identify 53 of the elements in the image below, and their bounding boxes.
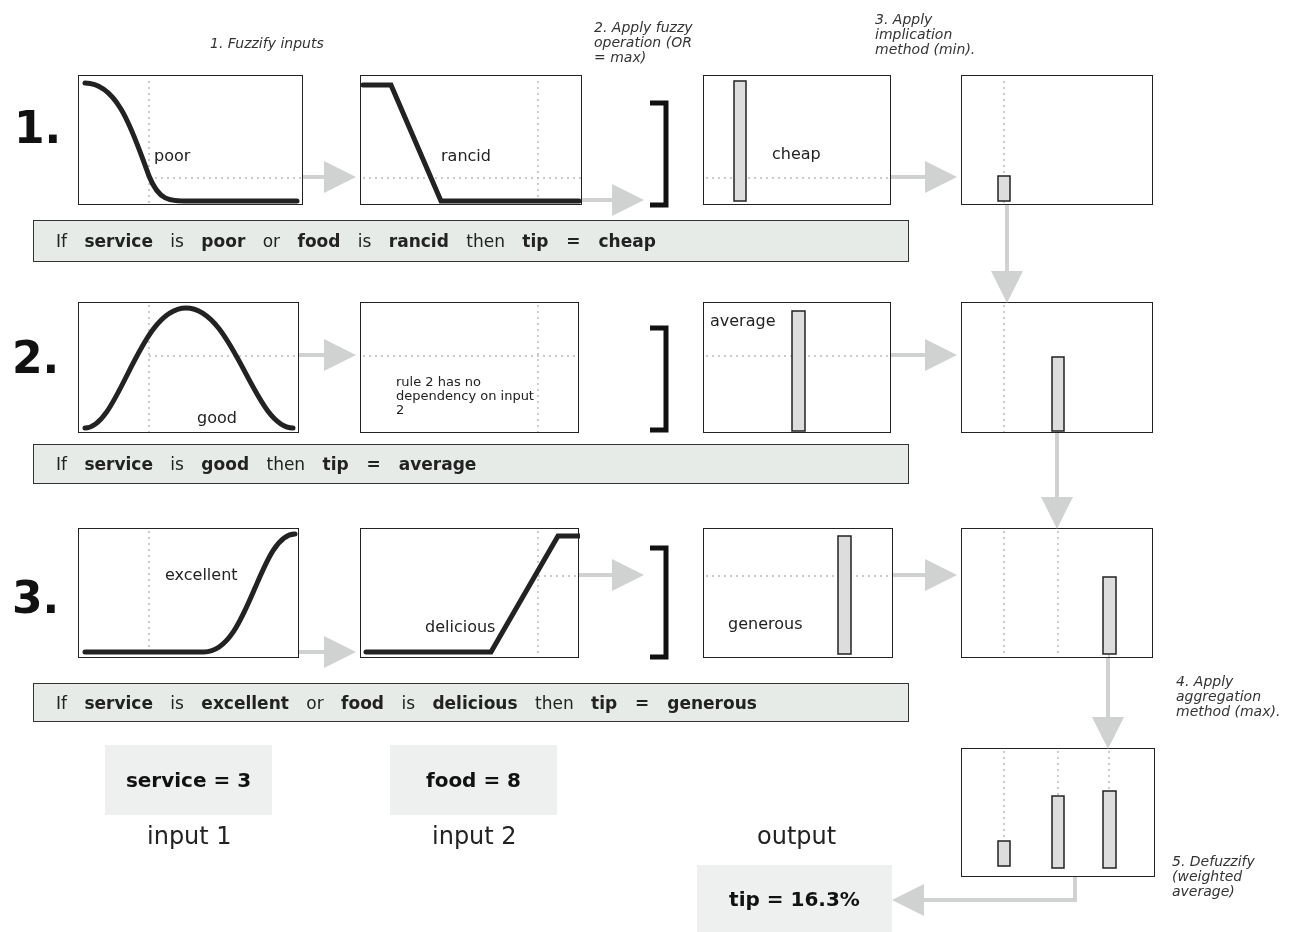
- step-note: 1. Fuzzify inputs: [210, 36, 325, 51]
- term-label: average: [710, 311, 776, 330]
- arrow: [991, 205, 1023, 303]
- chart-box: [703, 528, 893, 658]
- bracket: [648, 545, 672, 660]
- arrow: [891, 161, 957, 193]
- value-text: food = 8: [425, 768, 522, 792]
- chart-box: [703, 302, 891, 433]
- step-note: 5. Defuzzify (weighted average): [1172, 854, 1256, 899]
- output-box: [961, 748, 1155, 877]
- step-note: 2. Apply fuzzy operation (OR = max): [594, 20, 694, 65]
- arrow: [303, 161, 356, 193]
- arrow: [891, 339, 957, 371]
- node-label: output: [757, 822, 837, 850]
- node-label: input 1: [147, 822, 232, 850]
- arrow: [299, 636, 356, 668]
- note-text: rule 2 has no dependency on input 2: [396, 375, 535, 417]
- rule-number: 1.: [14, 102, 62, 153]
- term-label: cheap: [772, 144, 821, 163]
- rule-number: 3.: [12, 572, 60, 623]
- rule-text: If service is good then tip = average: [55, 454, 477, 474]
- output-box: [961, 528, 1153, 658]
- arrow: [1041, 433, 1073, 529]
- arrow: [582, 184, 644, 216]
- value-text: tip = 16.3%: [729, 886, 860, 911]
- rule-text: If service is poor or food is rancid then tip = cheap: [55, 231, 656, 251]
- step-note: 3. Apply implication method (min).: [875, 12, 977, 57]
- arrow: [299, 339, 356, 371]
- output-box: [961, 75, 1153, 205]
- rule-bar: [33, 683, 909, 722]
- bracket: [648, 100, 672, 208]
- rule-text: If service is excellent or food is delicious then tip = generous: [55, 692, 757, 713]
- term-label: rancid: [441, 146, 491, 165]
- node-label: input 2: [432, 822, 517, 850]
- arrow: [893, 559, 957, 591]
- term-label: good: [197, 408, 237, 427]
- value-box: [697, 865, 892, 932]
- arrow: [892, 877, 1077, 916]
- arrow: [579, 559, 644, 591]
- arrow: [1092, 658, 1124, 749]
- step-note: 4. Apply aggregation method (max).: [1176, 674, 1282, 719]
- term-label: generous: [728, 614, 803, 633]
- chart-box: [360, 302, 579, 433]
- term-label: delicious: [425, 617, 496, 636]
- bracket: [648, 325, 672, 433]
- chart-box: [703, 75, 891, 205]
- rule-bar: [33, 220, 909, 262]
- output-box: [961, 302, 1153, 433]
- value-text: service = 3: [125, 768, 252, 792]
- rule-bar: [33, 444, 909, 484]
- term-label: poor: [154, 146, 191, 165]
- term-label: excellent: [165, 565, 238, 584]
- rule-number: 2.: [12, 332, 60, 383]
